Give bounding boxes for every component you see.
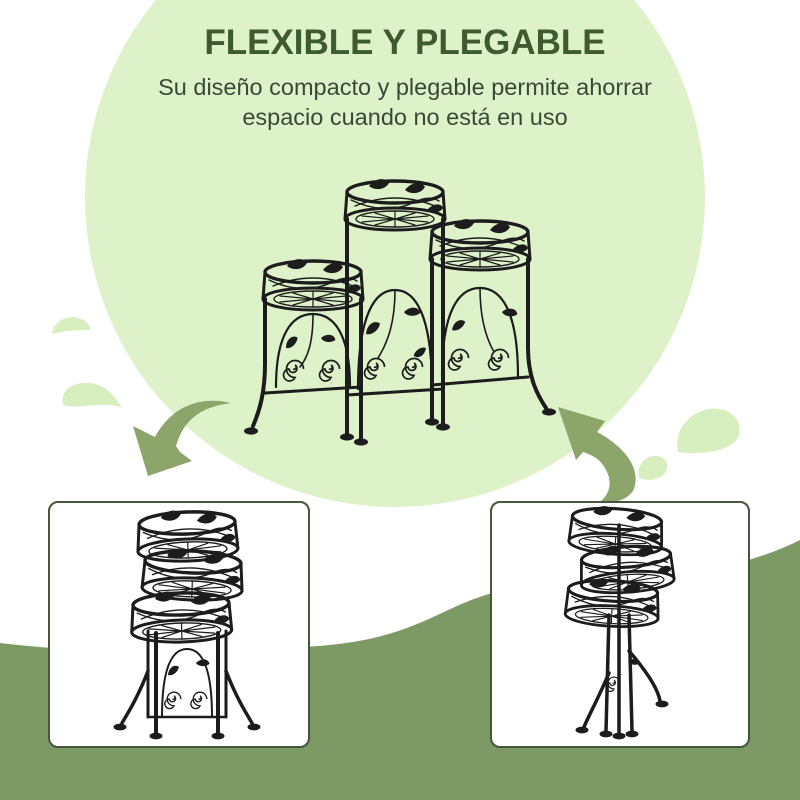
basket-top (343, 177, 447, 232)
subtitle-line-1: Su diseño compacto y plegable permite ah… (158, 74, 652, 100)
product-image-unfolded (244, 177, 556, 446)
page-subtitle: Su diseño compacto y plegable permite ah… (100, 72, 710, 132)
page-title: FLEXIBLE Y PLEGABLE (204, 23, 606, 62)
leaf-drop-icon (52, 317, 91, 334)
stand-frame (244, 217, 556, 446)
folded-view-card-left (48, 501, 310, 748)
leaf-drop-icon (638, 455, 668, 480)
leaf-drop-icon (677, 408, 740, 454)
stand-scrollwork (282, 305, 519, 382)
subtitle-line-2: espacio cuando no está en uso (242, 104, 568, 130)
product-image-folded-front (113, 506, 261, 740)
folded-view-card-right (490, 501, 750, 748)
product-image-folded-side (563, 503, 677, 740)
hero-text-block: FLEXIBLE Y PLEGABLE Su diseño compacto y… (100, 22, 710, 132)
leaf-drop-icon (62, 382, 122, 408)
